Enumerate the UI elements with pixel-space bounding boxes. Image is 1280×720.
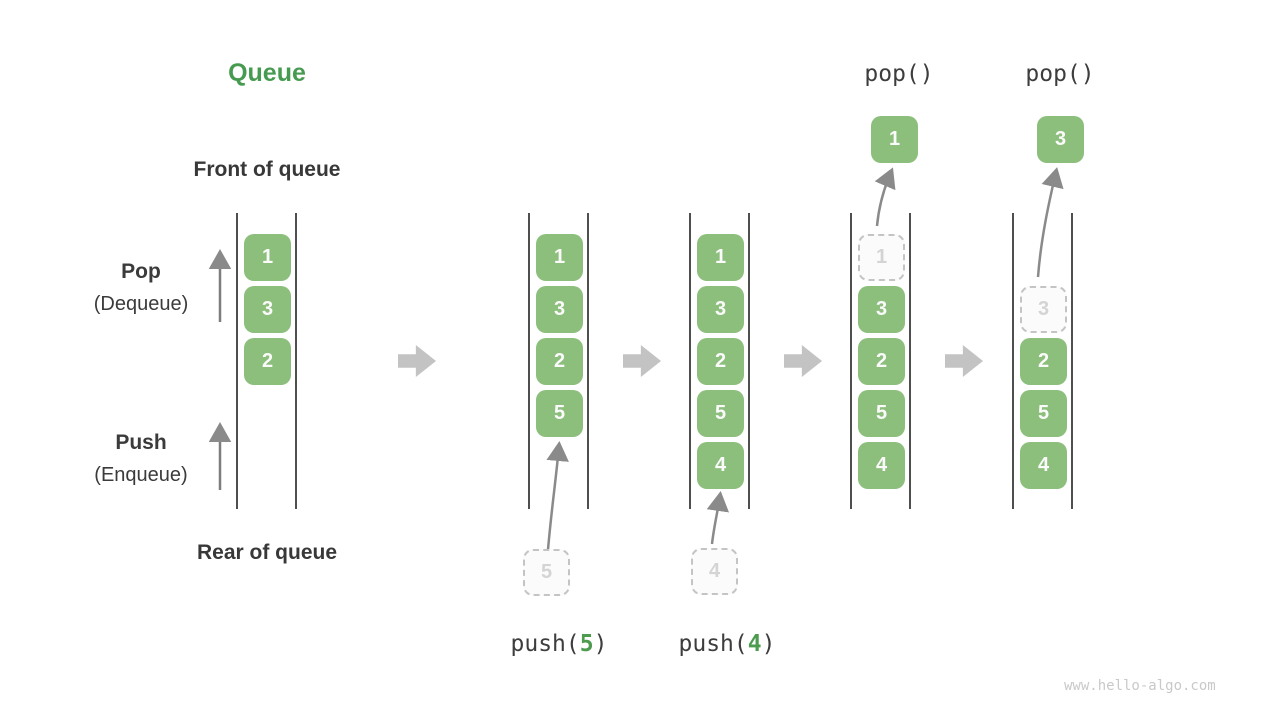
- pop-legend-sub: (Dequeue): [93, 293, 189, 315]
- push-legend-title: Push: [115, 431, 167, 454]
- queue-cell: 5: [858, 390, 905, 437]
- queue-cell: 2: [244, 338, 291, 385]
- queue-rails-state-3: [689, 213, 750, 509]
- queue-rails-state-1: [236, 213, 297, 509]
- rear-of-queue-label: Rear of queue: [196, 541, 338, 564]
- queue-cell: 5: [536, 390, 583, 437]
- transition-arrow-icon: [398, 345, 436, 377]
- diagram-title: Queue: [228, 59, 306, 87]
- pop-operation-label: pop(): [864, 61, 934, 87]
- pop-legend: Pop (Dequeue): [51, 260, 231, 316]
- op-fn: push(: [510, 631, 580, 657]
- op-arg: 5: [579, 631, 594, 657]
- queue-cell: 5: [697, 390, 744, 437]
- queue-cell: 2: [858, 338, 905, 385]
- queue-cell: 3: [858, 286, 905, 333]
- transition-arrow-icon: [784, 345, 822, 377]
- push4-operation-label: push(4): [657, 631, 797, 657]
- op-close: ): [761, 631, 776, 657]
- queue-rails-state-2: [528, 213, 589, 509]
- push-legend: Push (Enqueue): [51, 431, 231, 487]
- op-close: ): [593, 631, 608, 657]
- queue-cell: 2: [1020, 338, 1067, 385]
- queue-cell: 2: [536, 338, 583, 385]
- queue-cell: 5: [1020, 390, 1067, 437]
- queue-rails-state-5: [1012, 213, 1073, 509]
- queue-cell: 3: [244, 286, 291, 333]
- transition-arrow-icon: [945, 345, 983, 377]
- pending-push-cell: 5: [523, 549, 570, 596]
- push5-operation-label: push(5): [489, 631, 629, 657]
- queue-cell: 4: [1020, 442, 1067, 489]
- queue-cell-removed: 1: [858, 234, 905, 281]
- popped-cell: 1: [871, 116, 918, 163]
- pop-legend-title: Pop: [121, 260, 161, 283]
- queue-cell: 1: [536, 234, 583, 281]
- queue-cell-removed: 3: [1020, 286, 1067, 333]
- op-fn: push(: [678, 631, 748, 657]
- queue-cell: 1: [697, 234, 744, 281]
- queue-cell: 1: [244, 234, 291, 281]
- popped-cell: 3: [1037, 116, 1084, 163]
- op-arg: 4: [747, 631, 762, 657]
- watermark: www.hello-algo.com: [1064, 678, 1216, 694]
- queue-cell: 2: [697, 338, 744, 385]
- queue-cell: 4: [858, 442, 905, 489]
- queue-cell: 3: [697, 286, 744, 333]
- front-of-queue-label: Front of queue: [193, 158, 341, 181]
- push-legend-sub: (Enqueue): [94, 464, 188, 486]
- queue-cell: 3: [536, 286, 583, 333]
- pending-push-cell: 4: [691, 548, 738, 595]
- queue-rails-state-4: [850, 213, 911, 509]
- queue-cell: 4: [697, 442, 744, 489]
- transition-arrow-icon: [623, 345, 661, 377]
- pop-operation-label: pop(): [1025, 61, 1095, 87]
